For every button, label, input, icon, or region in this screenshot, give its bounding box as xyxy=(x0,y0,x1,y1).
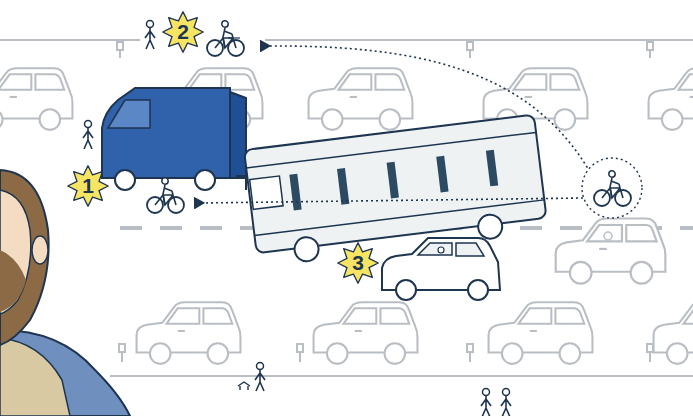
man xyxy=(0,170,130,416)
callout-number: 2 xyxy=(168,18,198,46)
car xyxy=(382,238,500,300)
callout-number: 1 xyxy=(73,172,103,200)
delivery-van xyxy=(102,88,246,190)
callout-number: 3 xyxy=(343,249,373,277)
bus xyxy=(244,115,548,268)
